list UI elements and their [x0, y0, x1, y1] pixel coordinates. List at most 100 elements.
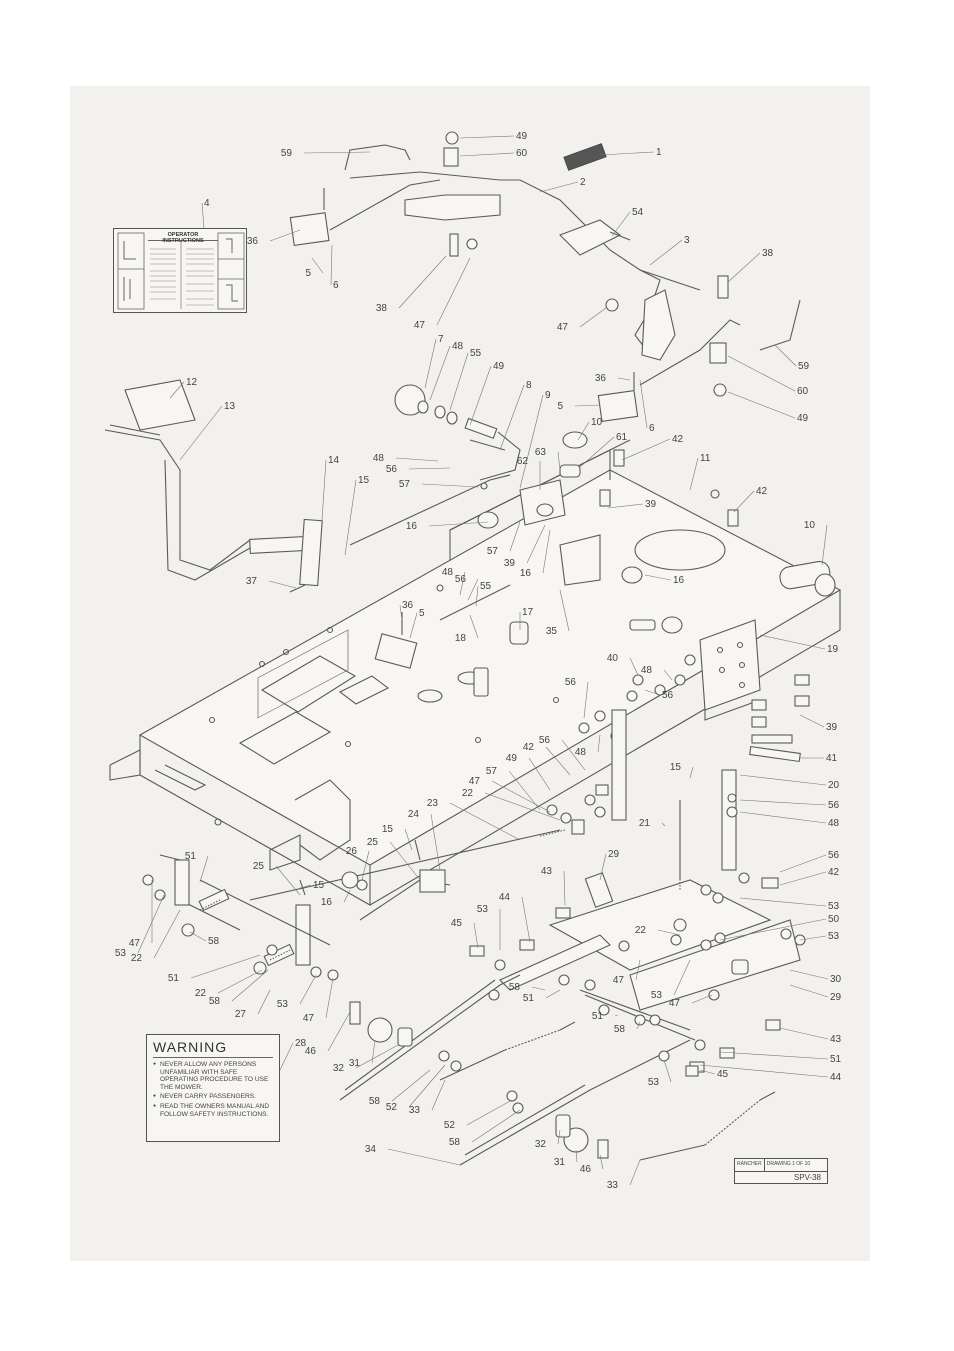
model-name: RANCHER [737, 1161, 762, 1167]
leader-line [789, 969, 829, 980]
leader-line [639, 379, 648, 429]
leader-line [727, 391, 796, 419]
part-callout-38: 38 [376, 303, 388, 314]
leader-line [789, 984, 829, 998]
part-callout-22: 22 [462, 788, 474, 799]
operator-instructions-decal: OPERATOR INSTRUCTIONS [113, 228, 247, 313]
leader-line [459, 571, 466, 596]
part-callout-5: 5 [305, 268, 311, 279]
part-callout-51: 51 [523, 993, 535, 1004]
leader-line [599, 853, 607, 881]
leader-line [579, 436, 615, 468]
leader-line [431, 1079, 446, 1111]
part-callout-42: 42 [523, 742, 535, 753]
leader-line [629, 657, 639, 676]
part-callout-45: 45 [451, 918, 463, 929]
leader-line [399, 604, 403, 621]
leader-line [563, 870, 566, 906]
part-callout-51: 51 [592, 1011, 604, 1022]
part-callout-42: 42 [756, 486, 768, 497]
part-callout-10: 10 [591, 417, 603, 428]
upper-linkage [289, 131, 801, 422]
part-callout-48: 48 [828, 818, 840, 829]
leader-line [361, 850, 370, 881]
leader-line [321, 459, 327, 521]
part-callout-44: 44 [830, 1072, 842, 1083]
leader-line [779, 1027, 829, 1040]
center-brackets [477, 431, 836, 634]
part-callout-26: 26 [346, 846, 358, 857]
part-callout-7: 7 [438, 334, 444, 345]
leader-line [644, 574, 672, 581]
part-callout-31: 31 [554, 1157, 566, 1168]
leader-line [199, 855, 209, 883]
part-callout-56: 56 [386, 464, 398, 475]
part-callout-25: 25 [253, 861, 265, 872]
leader-line [391, 1069, 431, 1102]
leader-line [519, 394, 544, 489]
leader-line [531, 986, 546, 991]
part-callout-15: 15 [382, 824, 394, 835]
part-callout-22: 22 [635, 925, 647, 936]
leader-line [611, 211, 631, 237]
part-callout-39: 39 [504, 558, 516, 569]
part-callout-5: 5 [557, 401, 563, 412]
leader-line [137, 894, 165, 954]
leader-line [409, 612, 418, 639]
leader-line [153, 909, 181, 959]
leader-line [469, 614, 479, 639]
part-callout-36: 36 [402, 600, 414, 611]
part-callout-30: 30 [830, 974, 842, 985]
leader-line [475, 585, 479, 607]
part-callout-37: 37 [246, 576, 258, 587]
part-callout-49: 49 [516, 131, 528, 142]
part-callout-16: 16 [406, 521, 418, 532]
drawing-title-block: RANCHER DRAWING 1 OF 10 SPV-38 [734, 1158, 828, 1184]
part-callout-58: 58 [208, 936, 220, 947]
part-callout-8: 8 [526, 380, 532, 391]
part-callout-36: 36 [247, 236, 259, 247]
part-callout-35: 35 [546, 626, 558, 637]
leader-line [408, 467, 451, 470]
part-callout-47: 47 [669, 998, 681, 1009]
leader-line [371, 1039, 376, 1064]
chassis-frame [109, 439, 842, 906]
leader-line [499, 384, 525, 451]
leader-line [821, 524, 828, 566]
leader-line [699, 1069, 716, 1075]
leader-line [344, 479, 357, 556]
leader-line [459, 152, 515, 157]
part-callout-9: 9 [545, 390, 551, 401]
part-callout-22: 22 [195, 988, 207, 999]
part-callout-16: 16 [673, 575, 685, 586]
leader-line [629, 1159, 641, 1186]
leader-line [574, 404, 601, 407]
leader-line [575, 1149, 578, 1163]
leader-line [421, 483, 479, 488]
leader-line [539, 181, 579, 193]
leader-line [404, 828, 413, 851]
warning-label: WARNING Never allow any persons unfamili… [146, 1034, 280, 1142]
leader-line [169, 381, 185, 399]
part-callout-34: 34 [365, 1144, 377, 1155]
part-callout-56: 56 [662, 690, 674, 701]
leader-line [430, 813, 441, 871]
part-callout-4: 4 [204, 198, 210, 209]
leader-line [424, 338, 437, 389]
leader-line [231, 969, 269, 1002]
leader-line [599, 151, 655, 156]
leader-line [408, 1064, 446, 1108]
part-callout-46: 46 [305, 1046, 317, 1057]
part-callout-54: 54 [632, 207, 644, 218]
leader-line [661, 822, 666, 827]
leader-line [387, 1148, 461, 1166]
leader-line [673, 959, 691, 996]
part-callout-58: 58 [449, 1137, 461, 1148]
part-callout-33: 33 [409, 1105, 421, 1116]
leader-line [614, 1014, 619, 1017]
leader-line [449, 802, 521, 841]
leader-line [484, 792, 561, 821]
part-callout-47: 47 [414, 320, 426, 331]
leader-line [179, 405, 223, 461]
